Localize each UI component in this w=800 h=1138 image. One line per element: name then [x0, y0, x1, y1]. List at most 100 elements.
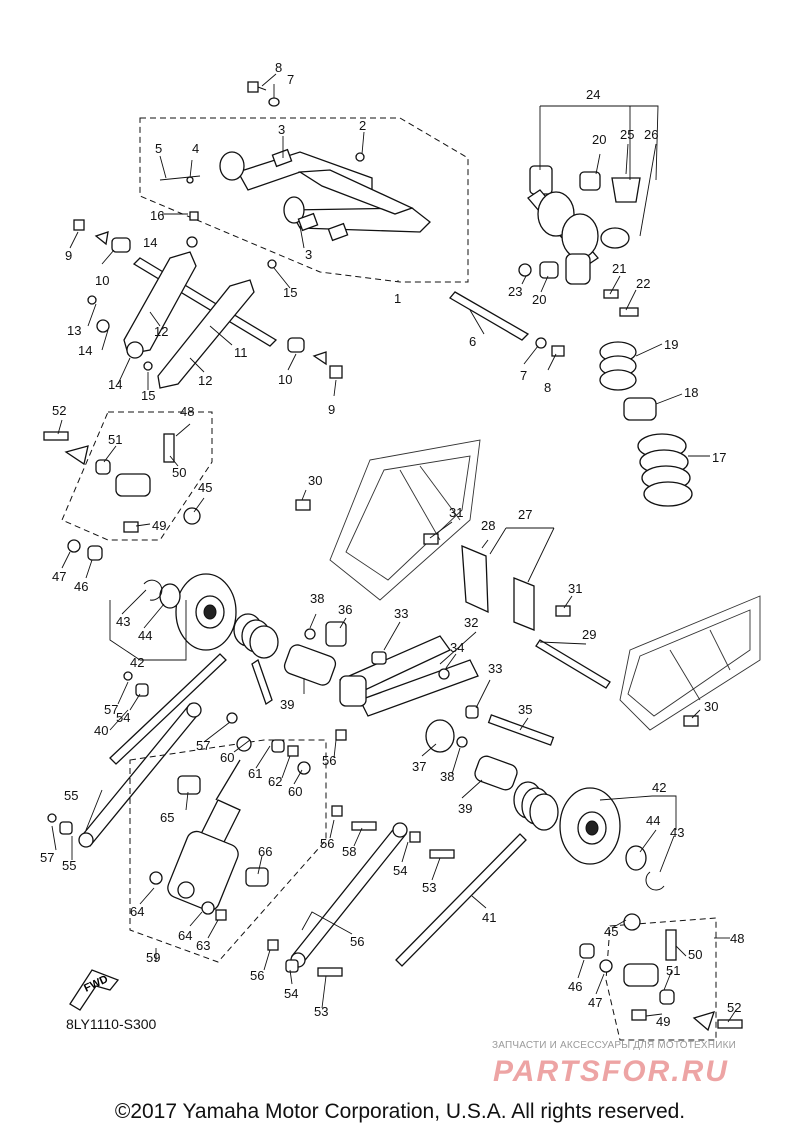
callout: 44: [138, 628, 152, 643]
callout: 42: [652, 780, 666, 795]
callout: 18: [684, 385, 698, 400]
callout: 53: [314, 1004, 328, 1019]
callout: 53: [422, 880, 436, 895]
callout: 54: [116, 710, 130, 725]
callout: 43: [670, 825, 684, 840]
callout: 12: [198, 373, 212, 388]
link-40: [47, 671, 202, 848]
center-pivot: [283, 621, 555, 791]
callout: 9: [65, 248, 72, 263]
callout: 44: [646, 813, 660, 828]
callout: 49: [656, 1014, 670, 1029]
callout: 13: [67, 323, 81, 338]
wheel-right: [559, 787, 665, 891]
callout: 20: [532, 292, 546, 307]
fwd-arrow-icon: FWD: [69, 969, 120, 1011]
group-outline-59: [129, 739, 327, 963]
callout: 64: [178, 928, 192, 943]
callout: 24: [586, 87, 600, 102]
callout: 60: [288, 784, 302, 799]
torsion-spring-left: [109, 613, 279, 765]
callout: 28: [481, 518, 495, 533]
callout: 57: [40, 850, 54, 865]
rear-arm: [159, 148, 431, 242]
callout: 1: [394, 291, 401, 306]
callout: 55: [64, 788, 78, 803]
callout: 50: [172, 465, 186, 480]
callout: 39: [458, 801, 472, 816]
callout: 3: [305, 247, 312, 262]
callout: 32: [464, 615, 478, 630]
callout: 48: [730, 931, 744, 946]
callout: 8: [544, 380, 551, 395]
callout: 33: [488, 661, 502, 676]
rear-shock: [518, 165, 641, 317]
callout: 46: [74, 579, 88, 594]
bracket-27: [295, 499, 699, 727]
axle-48-left: [43, 431, 201, 561]
callout: 8: [275, 60, 282, 75]
callout: 14: [143, 235, 157, 250]
callout: 15: [283, 285, 297, 300]
callout: 58: [342, 844, 356, 859]
callout: 45: [198, 480, 212, 495]
callout: 63: [196, 938, 210, 953]
callout: 9: [328, 402, 335, 417]
callout: 33: [394, 606, 408, 621]
callout: 49: [152, 518, 166, 533]
callout: 54: [393, 863, 407, 878]
callout: 39: [280, 697, 294, 712]
callout: 56: [350, 934, 364, 949]
group-outline-48-left: [61, 411, 213, 541]
callout: 47: [52, 569, 66, 584]
drawing-code: 8LY1110-S300: [66, 1016, 157, 1032]
shock-spring: [599, 341, 693, 507]
callout: 48: [180, 404, 194, 419]
leader-lines: [51, 73, 737, 1023]
callout: 38: [310, 591, 324, 606]
callout: 22: [636, 276, 650, 291]
callout: 37: [412, 759, 426, 774]
callout: 21: [612, 261, 626, 276]
callout: 59: [146, 950, 160, 965]
callout: 46: [568, 979, 582, 994]
callout: 20: [592, 132, 606, 147]
callout: 15: [141, 388, 155, 403]
callout: 42: [130, 655, 144, 670]
callout: 31: [568, 581, 582, 596]
callout: 41: [482, 910, 496, 925]
torsion-spring-right: [395, 781, 559, 967]
callout: 65: [160, 810, 174, 825]
callout: 27: [518, 507, 532, 522]
callout: 64: [130, 904, 144, 919]
callout: 56: [322, 753, 336, 768]
callout: 19: [664, 337, 678, 352]
callout: 7: [520, 368, 527, 383]
callout: 50: [688, 947, 702, 962]
callout: 36: [338, 602, 352, 617]
callout: 54: [284, 986, 298, 1001]
callout: 45: [604, 924, 618, 939]
callout: 62: [268, 774, 282, 789]
callout: 12: [154, 324, 168, 339]
callout: 47: [588, 995, 602, 1010]
callout: 51: [108, 432, 122, 447]
shock-59: [149, 712, 311, 921]
callout: 14: [78, 343, 92, 358]
watermark-logo: PARTSFOR.RU: [493, 1055, 729, 1088]
callout: 23: [508, 284, 522, 299]
callout: 35: [518, 702, 532, 717]
callout: 7: [287, 72, 294, 87]
callout: 56: [320, 836, 334, 851]
callout: 57: [196, 738, 210, 753]
callout: 30: [308, 473, 322, 488]
side-frame-left: [329, 439, 481, 601]
callout: 4: [192, 141, 199, 156]
callout: 57: [104, 702, 118, 717]
callout: 5: [155, 141, 162, 156]
callout: 40: [94, 723, 108, 738]
shaft-6: [449, 291, 565, 357]
side-frame-right: [619, 595, 761, 731]
callout: 10: [278, 372, 292, 387]
callout: 29: [582, 627, 596, 642]
